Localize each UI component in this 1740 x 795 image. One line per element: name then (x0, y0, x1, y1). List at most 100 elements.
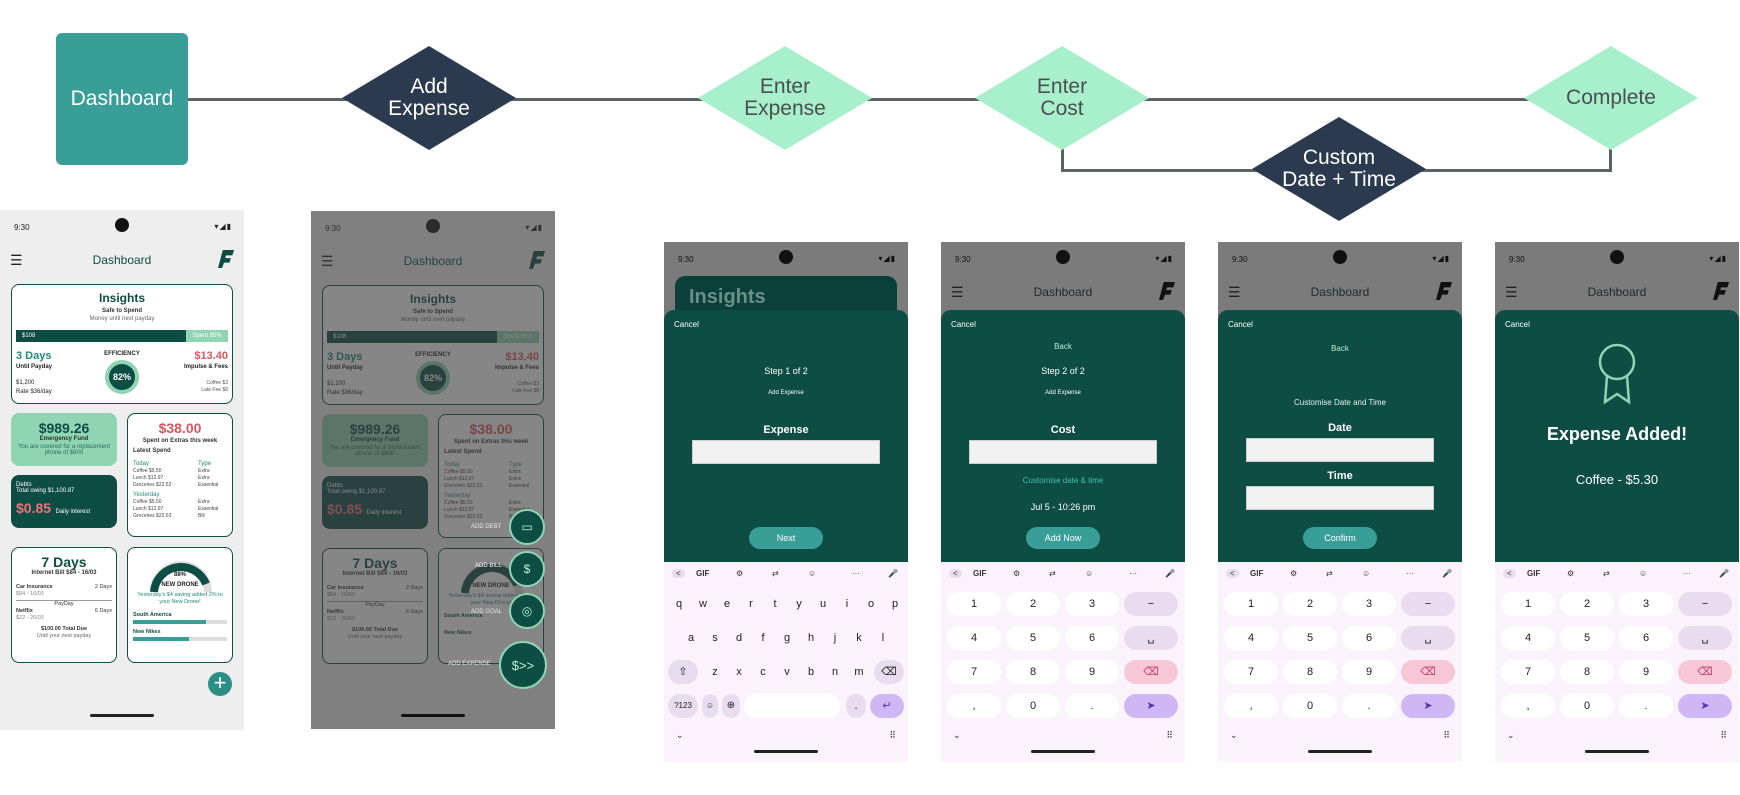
key[interactable]: p (891, 598, 899, 610)
add-fab-button[interactable]: + (208, 672, 232, 696)
keyboard-grid-icon[interactable]: ⠿ (889, 730, 896, 740)
key[interactable]: w (699, 598, 707, 610)
key[interactable]: z (712, 666, 718, 678)
add-bill-button[interactable]: $ (509, 551, 545, 587)
expense-input[interactable] (692, 440, 880, 464)
translate-icon[interactable]: ⇄ (1326, 569, 1333, 578)
key[interactable]: e (723, 598, 731, 610)
minus-key[interactable]: − (1401, 592, 1455, 616)
customise-link[interactable]: Customise date & time (1022, 476, 1104, 485)
key[interactable]: t (773, 598, 777, 610)
translate-icon[interactable]: ⇄ (1603, 569, 1610, 578)
key[interactable]: k (856, 632, 862, 644)
add-goal-button[interactable]: ◎ (509, 593, 545, 629)
extras-card[interactable]: $38.00 Spent on Extras this week Latest … (127, 413, 233, 537)
settings-icon[interactable]: ⚙ (1567, 569, 1575, 578)
num-key[interactable]: 1 (947, 592, 1001, 616)
num-key[interactable]: 2 (1560, 592, 1614, 616)
space-key[interactable]: ␣ (1678, 626, 1732, 650)
backspace-key[interactable]: ⌫ (1678, 660, 1732, 684)
num-key[interactable]: 8 (1006, 660, 1060, 684)
keyboard-grid-icon[interactable]: ⠿ (1720, 730, 1727, 740)
backspace-key[interactable]: ⌫ (1401, 660, 1455, 684)
translate-icon[interactable]: ⇄ (1049, 569, 1056, 578)
comma-key[interactable]: , (1224, 694, 1278, 718)
key[interactable]: o (867, 598, 875, 610)
key[interactable]: u (819, 598, 827, 610)
send-key[interactable]: ➤ (1678, 694, 1732, 718)
num-key[interactable]: 9 (1342, 660, 1396, 684)
num-key[interactable]: 4 (1501, 626, 1555, 650)
debts-card[interactable]: Debts Total owing $1,100.87 $0.85 Daily … (11, 475, 117, 528)
mic-icon[interactable]: 🎤 (1719, 569, 1729, 578)
mic-icon[interactable]: 🎤 (888, 569, 898, 578)
mic-icon[interactable]: 🎤 (1442, 569, 1452, 578)
minus-key[interactable]: − (1678, 592, 1732, 616)
add-expense-button[interactable]: $>> (499, 641, 547, 689)
key[interactable]: f (761, 632, 765, 644)
period-key[interactable]: . (1065, 694, 1119, 718)
key[interactable]: c (760, 666, 766, 678)
more-icon[interactable]: ··· (1683, 569, 1691, 578)
num-key[interactable]: 3 (1065, 592, 1119, 616)
num-key[interactable]: 0 (1283, 694, 1337, 718)
num-key[interactable]: 6 (1619, 626, 1673, 650)
shift-key[interactable]: ⇧ (668, 660, 698, 684)
keyboard-back-icon[interactable]: < (672, 569, 685, 578)
key[interactable]: s (712, 632, 718, 644)
menu-icon[interactable]: ☰ (1228, 284, 1241, 300)
cancel-button[interactable]: Cancel (1228, 320, 1253, 329)
more-icon[interactable]: ··· (1129, 569, 1137, 578)
translate-icon[interactable]: ⇄ (772, 569, 779, 578)
add-debt-button[interactable]: ▭ (509, 509, 545, 545)
emoji-key[interactable]: ☺ (702, 694, 718, 718)
key[interactable]: x (736, 666, 742, 678)
num-key[interactable]: 4 (947, 626, 1001, 650)
gif-button[interactable]: GIF (1527, 569, 1541, 578)
space-key[interactable]: ␣ (1124, 626, 1178, 650)
back-button[interactable]: Back (1331, 344, 1349, 353)
globe-icon[interactable]: ⊕ (722, 694, 740, 718)
enter-key[interactable]: ↵ (870, 694, 904, 718)
sticker-icon[interactable]: ☺ (1639, 569, 1648, 578)
more-icon[interactable]: ··· (1406, 569, 1414, 578)
key[interactable]: h (807, 632, 815, 644)
keyboard-grid-icon[interactable]: ⠿ (1443, 730, 1450, 740)
next-button[interactable]: Next (749, 527, 823, 549)
key[interactable]: j (833, 632, 837, 644)
key[interactable]: b (807, 666, 815, 678)
key[interactable]: d (735, 632, 743, 644)
sticker-icon[interactable]: ☺ (1362, 569, 1371, 578)
keyboard-back-icon[interactable]: < (949, 569, 962, 578)
add-now-button[interactable]: Add Now (1026, 527, 1100, 549)
sticker-icon[interactable]: ☺ (808, 569, 817, 578)
num-key[interactable]: 3 (1342, 592, 1396, 616)
period-key[interactable]: . (1619, 694, 1673, 718)
settings-icon[interactable]: ⚙ (736, 569, 744, 578)
comma-key[interactable]: , (1501, 694, 1555, 718)
emergency-card[interactable]: $989.26 Emergency Fund You are covered f… (11, 413, 117, 466)
key[interactable]: l (881, 632, 885, 644)
cancel-button[interactable]: Cancel (674, 320, 699, 329)
keyboard-hide-icon[interactable]: ⌄ (676, 730, 684, 740)
num-key[interactable]: 7 (1501, 660, 1555, 684)
comma-key[interactable]: , (947, 694, 1001, 718)
keyboard-hide-icon[interactable]: ⌄ (953, 730, 961, 740)
num-key[interactable]: 9 (1065, 660, 1119, 684)
num-key[interactable]: 2 (1283, 592, 1337, 616)
key[interactable]: i (845, 598, 849, 610)
num-key[interactable]: 5 (1006, 626, 1060, 650)
key[interactable]: q (675, 598, 683, 610)
cancel-button[interactable]: Cancel (1505, 320, 1530, 329)
num-key[interactable]: 1 (1501, 592, 1555, 616)
keyboard-hide-icon[interactable]: ⌄ (1230, 730, 1238, 740)
date-input[interactable] (1246, 438, 1434, 462)
num-key[interactable]: 6 (1342, 626, 1396, 650)
confirm-button[interactable]: Confirm (1303, 527, 1377, 549)
goal-card[interactable]: 88% NEW DRONE Yesterday's $4 saving adde… (127, 547, 233, 663)
num-key[interactable]: 5 (1560, 626, 1614, 650)
space-key[interactable] (744, 694, 840, 718)
keyboard-grid-icon[interactable]: ⠿ (1166, 730, 1173, 740)
settings-icon[interactable]: ⚙ (1013, 569, 1021, 578)
num-key[interactable]: 4 (1224, 626, 1278, 650)
